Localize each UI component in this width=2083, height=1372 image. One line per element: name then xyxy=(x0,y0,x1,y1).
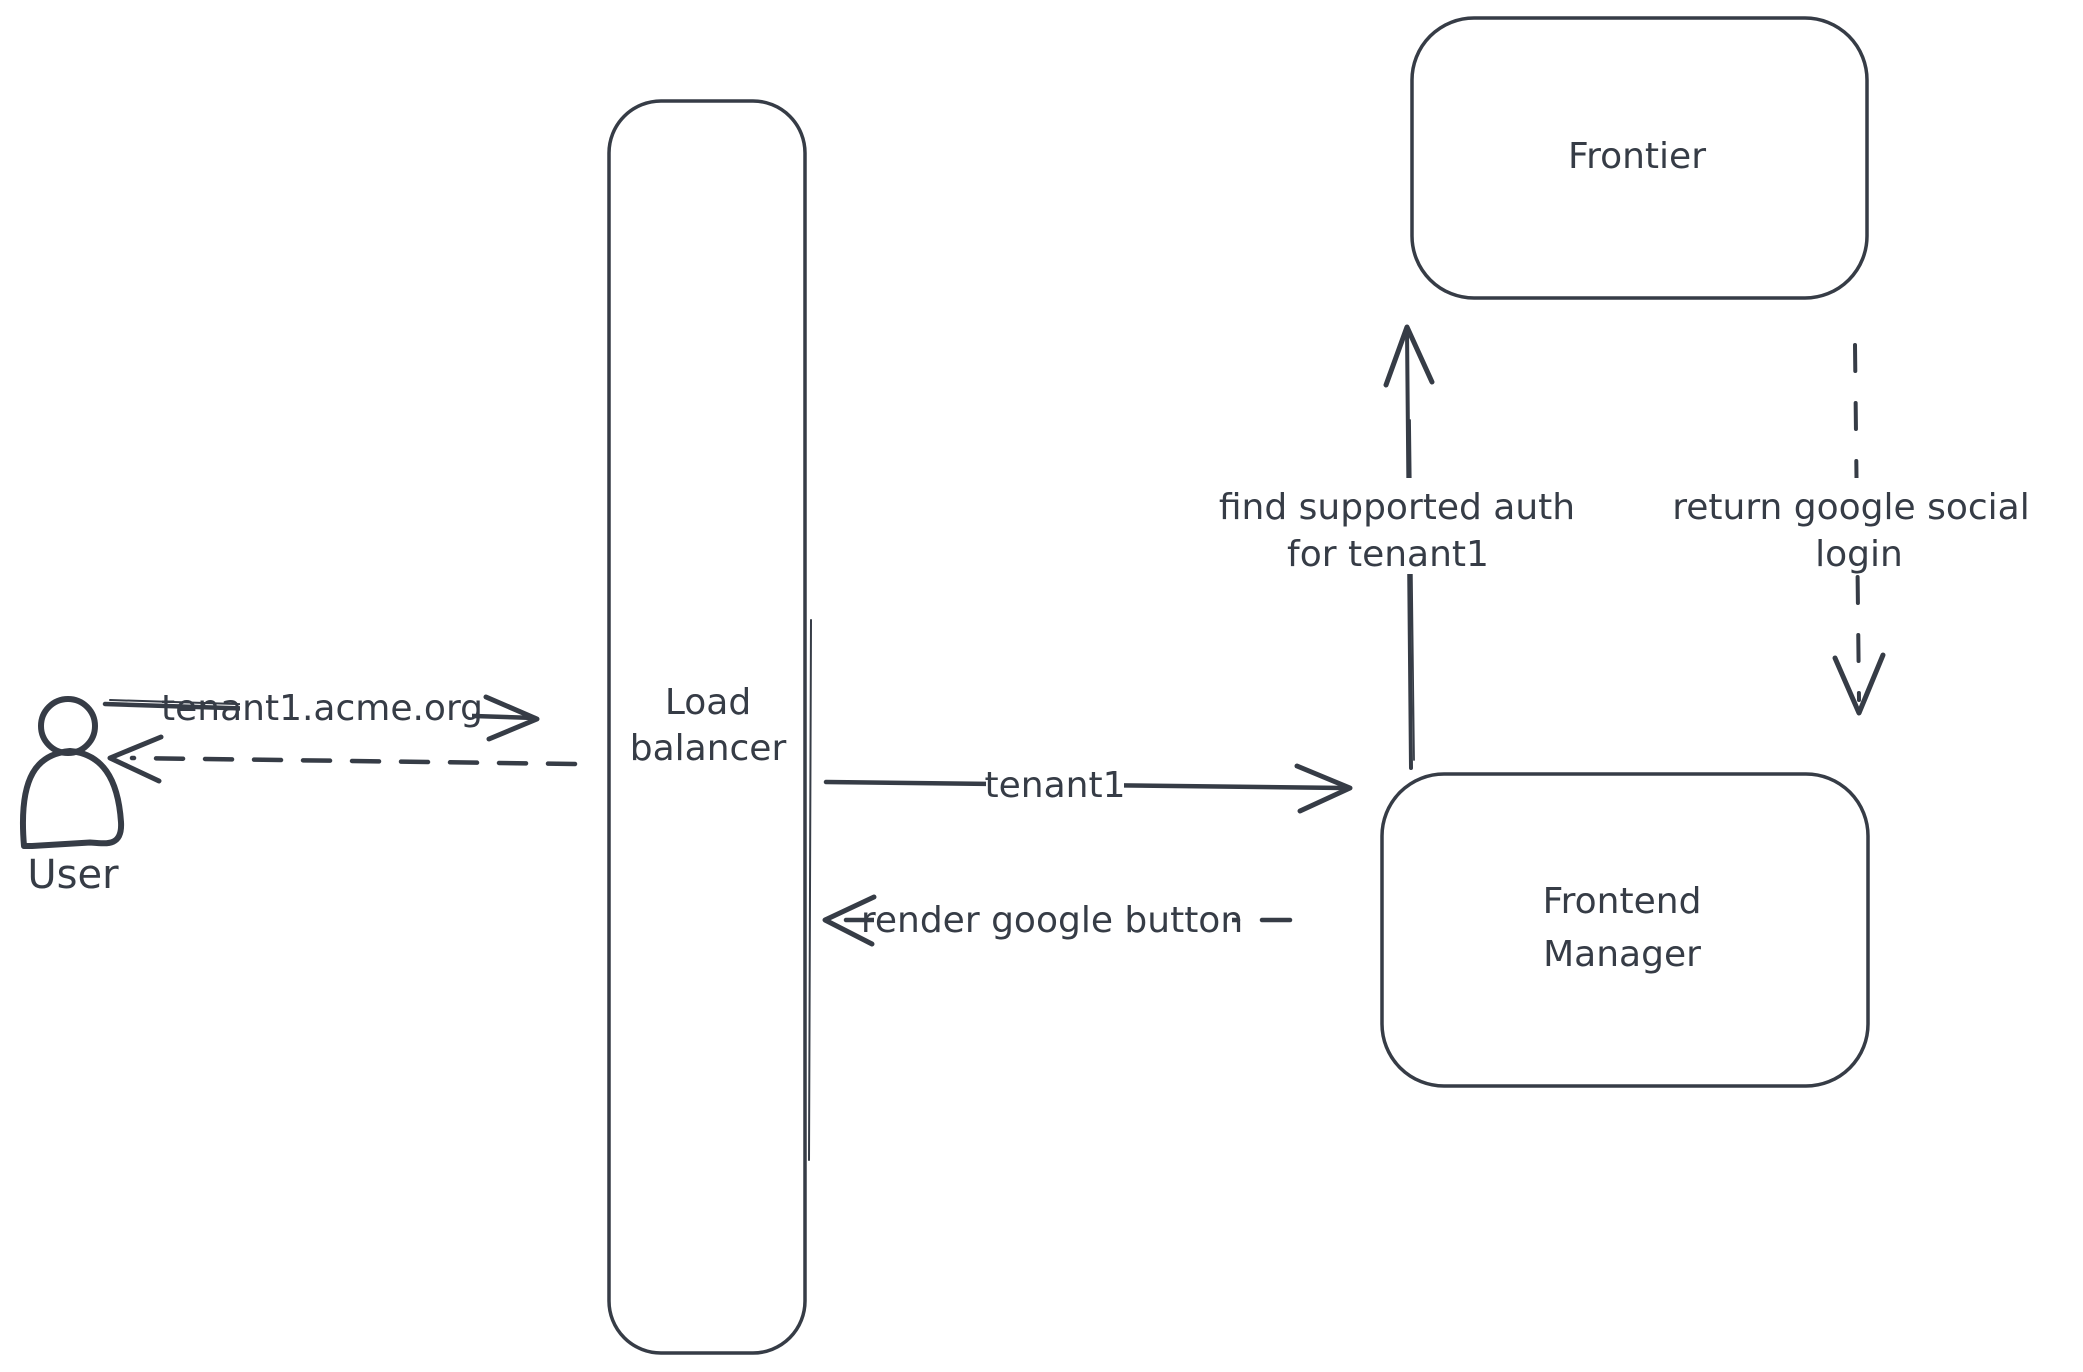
edge-label-return-google-social: return google social xyxy=(1672,487,2030,528)
edge-frontend-manager-to-frontier: find supported auth for tenant1 xyxy=(1202,324,1592,770)
edge-frontend-manager-to-load-balancer: render google button xyxy=(822,894,1293,947)
edge-label-render-google-button: render google button xyxy=(861,900,1243,941)
frontend-manager-node: Frontend Manager xyxy=(1380,772,1870,1088)
edge-label-bg xyxy=(874,894,1232,944)
arrowhead-up-icon xyxy=(1383,324,1435,388)
dashed-line xyxy=(129,755,578,767)
user-label: User xyxy=(27,852,119,898)
user-icon xyxy=(38,696,98,756)
arrow-line-overdraw xyxy=(1409,419,1415,761)
frontend-manager-label-line1: Frontend xyxy=(1543,881,1702,922)
load-balancer-node: Load balancer xyxy=(607,99,812,1355)
frontier-node: Frontier xyxy=(1410,16,1869,300)
frontier-box xyxy=(1410,16,1869,300)
user-icon-body xyxy=(20,748,125,849)
edge-label-bg xyxy=(1202,478,1592,574)
load-balancer-box xyxy=(607,99,807,1355)
load-balancer-box-overdraw xyxy=(808,619,812,1161)
edge-frontier-to-frontend-manager: return google social login xyxy=(1652,343,2052,716)
arrowhead-down-icon xyxy=(1832,652,1886,716)
edge-label-tenant1: tenant1 xyxy=(985,765,1126,806)
load-balancer-label-line2: balancer xyxy=(630,728,787,769)
arrowhead-left-icon xyxy=(822,894,877,947)
user-actor: User xyxy=(20,696,125,898)
load-balancer-label-line1: Load xyxy=(665,682,751,723)
frontend-manager-box xyxy=(1380,772,1870,1088)
frontier-label: Frontier xyxy=(1568,136,1706,177)
edge-label-find-supported-auth: find supported auth xyxy=(1219,487,1575,528)
edge-load-balancer-to-user xyxy=(107,734,578,784)
edge-label-tenant1-acme-org: tenant1.acme.org xyxy=(161,688,483,729)
edge-user-to-load-balancer: tenant1.acme.org xyxy=(102,684,540,742)
edge-load-balancer-to-frontend-manager: tenant1 xyxy=(823,762,1353,814)
edge-label-bg xyxy=(240,684,472,732)
edge-label-bg xyxy=(1652,478,2052,574)
edge-label-login: login xyxy=(1815,534,1903,575)
edge-label-bg xyxy=(986,762,1124,806)
edge-label-for-tenant1: for tenant1 xyxy=(1287,534,1489,575)
frontend-manager-label-line2: Manager xyxy=(1543,934,1701,975)
arrowhead-left-icon xyxy=(107,734,164,784)
arrowhead-right-icon xyxy=(1294,763,1353,814)
arrowhead-right-icon xyxy=(483,694,540,742)
